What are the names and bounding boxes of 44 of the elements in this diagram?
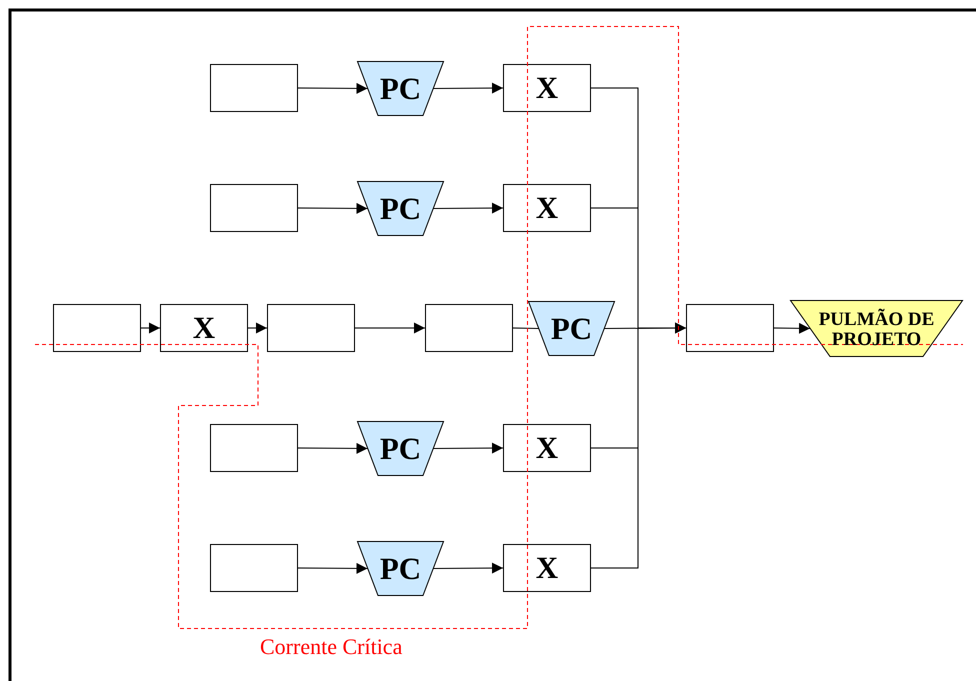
node-label: X: [536, 550, 558, 586]
buffer-trapezoid: [357, 421, 444, 476]
arrow: [433, 202, 504, 214]
arrow: [248, 322, 268, 334]
process-box: [267, 304, 355, 352]
arrow: [298, 202, 368, 214]
process-box: [210, 544, 298, 592]
buffer-trapezoid: [357, 61, 444, 116]
arrow: [298, 82, 368, 94]
node-label: X: [192, 310, 216, 346]
node-label: PC: [380, 430, 422, 466]
process-box: [210, 184, 298, 232]
arrow: [298, 562, 368, 574]
process-box: [503, 424, 591, 472]
process-box: [503, 64, 591, 112]
project-buffer-trapezoid: [790, 300, 963, 357]
process-box: [686, 304, 774, 352]
process-box: [503, 544, 591, 592]
node-label: X: [536, 190, 558, 226]
arrow: [140, 322, 160, 334]
node-label: PC: [380, 70, 422, 106]
arrow: [354, 322, 426, 334]
buffer-trapezoid: [357, 541, 444, 596]
process-box: [160, 304, 248, 352]
node-label: PC: [380, 550, 422, 586]
buffer-trapezoid: [528, 301, 615, 356]
buffer-label: PULMÃO DE PROJETO: [818, 310, 936, 350]
process-box: [210, 64, 298, 112]
arrow: [590, 322, 686, 568]
process-box: [53, 304, 141, 352]
process-box: [503, 184, 591, 232]
node-label: PC: [380, 190, 422, 226]
buffer-trapezoid: [357, 181, 444, 236]
chain-label: Corrente Crítica: [260, 634, 402, 660]
node-label: X: [536, 70, 558, 106]
arrow: [433, 442, 504, 454]
process-box: [425, 304, 513, 352]
arrow: [433, 82, 504, 94]
arrow: [298, 442, 368, 454]
process-box: [210, 424, 298, 472]
node-label: X: [536, 430, 558, 466]
node-label: PC: [550, 310, 592, 346]
arrow: [774, 322, 810, 334]
arrow: [433, 562, 504, 574]
